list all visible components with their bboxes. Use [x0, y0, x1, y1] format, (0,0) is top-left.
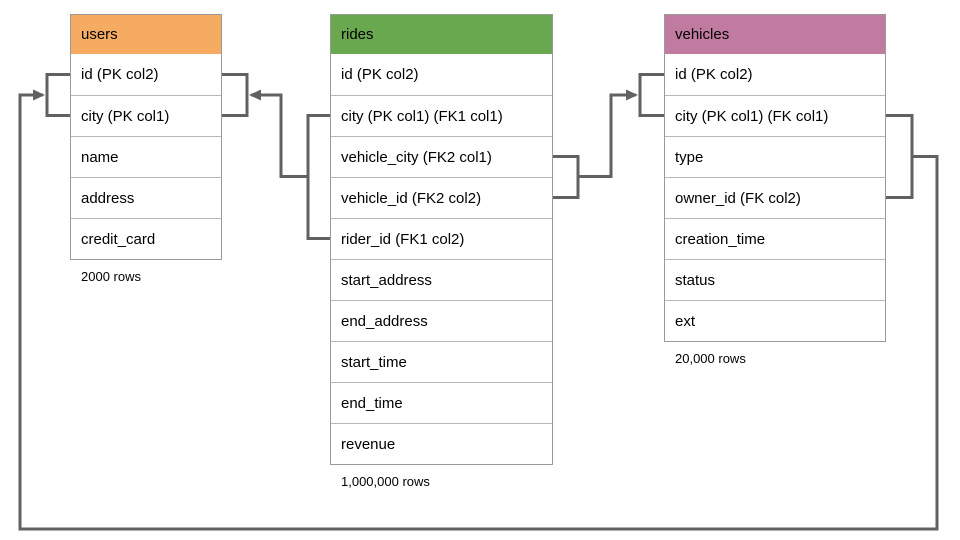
- table-rides: rides id (PK col2) city (PK col1) (FK1 c…: [330, 14, 553, 489]
- table-vehicles-header: vehicles: [665, 15, 885, 54]
- fk1-rides-left-bracket: [306, 114, 330, 240]
- fk2-rides-right-bracket: [553, 155, 580, 199]
- users-row-count: 2000 rows: [81, 269, 141, 284]
- column-revenue: revenue: [331, 423, 552, 464]
- column-ext: ext: [665, 300, 885, 341]
- fk3-arrow-line: [18, 89, 939, 531]
- column-city: city (PK col1) (FK1 col1): [331, 95, 552, 136]
- column-owner-id: owner_id (FK col2): [665, 177, 885, 218]
- column-start-address: start_address: [331, 259, 552, 300]
- column-rider-id: rider_id (FK1 col2): [331, 218, 552, 259]
- fk3-vehicles-right-bracket: [886, 114, 914, 199]
- column-id: id (PK col2): [71, 54, 221, 95]
- fk2-arrow-line: [578, 89, 638, 178]
- table-rides-header: rides: [331, 15, 552, 54]
- table-vehicles: vehicles id (PK col2) city (PK col1) (FK…: [664, 14, 886, 366]
- column-end-address: end_address: [331, 300, 552, 341]
- column-status: status: [665, 259, 885, 300]
- column-address: address: [71, 177, 221, 218]
- fk1-arrow-line: [249, 89, 308, 178]
- column-end-time: end_time: [331, 382, 552, 423]
- fk2-vehicles-left-bracket: [638, 73, 664, 117]
- column-type: type: [665, 136, 885, 177]
- column-creation-time: creation_time: [665, 218, 885, 259]
- column-name: name: [71, 136, 221, 177]
- table-users: users id (PK col2) city (PK col1) name a…: [70, 14, 222, 284]
- vehicles-row-count: 20,000 rows: [675, 351, 746, 366]
- rides-row-count: 1,000,000 rows: [341, 474, 430, 489]
- column-vehicle-city: vehicle_city (FK2 col1): [331, 136, 552, 177]
- column-id: id (PK col2): [331, 54, 552, 95]
- fk1-users-right-bracket: [222, 73, 249, 117]
- column-start-time: start_time: [331, 341, 552, 382]
- table-users-header: users: [71, 15, 221, 54]
- column-credit-card: credit_card: [71, 218, 221, 259]
- fk3-users-left-bracket: [45, 73, 70, 117]
- column-city: city (PK col1): [71, 95, 221, 136]
- column-id: id (PK col2): [665, 54, 885, 95]
- column-vehicle-id: vehicle_id (FK2 col2): [331, 177, 552, 218]
- column-city: city (PK col1) (FK col1): [665, 95, 885, 136]
